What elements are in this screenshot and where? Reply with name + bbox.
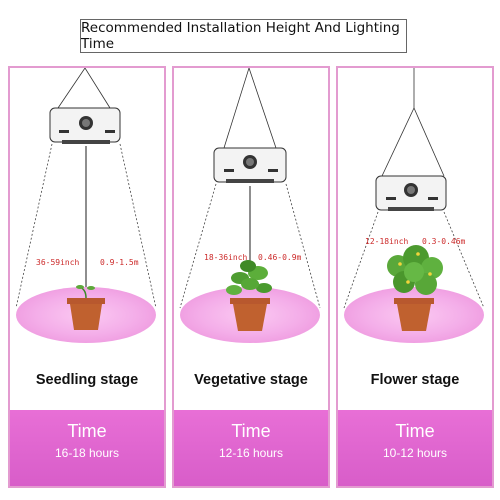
height-meter-label: 0.3-0.46m	[422, 237, 466, 246]
flower-illustration: 12-18inch 0.3-0.46m	[343, 68, 485, 343]
time-title: Time	[231, 421, 271, 441]
seedling-illustration: 36-59inch 0.9-1.5m	[15, 68, 157, 343]
plant-pot-icon	[230, 298, 270, 331]
stage-panel-flower: 12-18inch 0.3-0.46m Flower stage Time 10…	[336, 66, 494, 488]
stage-name: Flower stage	[370, 372, 460, 388]
vegetative-illustration: 18-36inch 0.46-0.9m	[179, 68, 321, 343]
page-title: Recommended Installation Height And Ligh…	[80, 19, 407, 53]
time-bar: Time 12-16 hours	[174, 410, 328, 486]
time-bar: Time 16-18 hours	[10, 410, 164, 486]
plant-icon	[387, 245, 443, 295]
plant-pot-icon	[394, 298, 434, 331]
grow-light-icon	[375, 175, 447, 211]
time-hours: 16-18 hours	[54, 446, 120, 460]
grow-light-icon	[49, 107, 121, 144]
time-hours: 10-12 hours	[382, 446, 448, 460]
plant-icon	[226, 260, 272, 295]
time-bar: Time 10-12 hours	[338, 410, 492, 486]
height-inch-label: 18-36inch	[204, 253, 248, 262]
stage-name: Vegetative stage	[194, 372, 308, 388]
time-hours: 12-16 hours	[218, 446, 284, 460]
height-meter-label: 0.46-0.9m	[258, 253, 302, 262]
height-inch-label: 12-18inch	[365, 237, 409, 246]
stage-panel-vegetative: 18-36inch 0.46-0.9m Vegetative stage Tim…	[172, 66, 330, 488]
stage-name: Seedling stage	[35, 372, 139, 388]
height-inch-label: 36-59inch	[36, 258, 80, 267]
grow-light-icon	[213, 147, 287, 183]
plant-pot-icon	[67, 298, 105, 330]
time-title: Time	[395, 421, 435, 441]
stage-panel-seedling: 36-59inch 0.9-1.5m Seedling stage Time 1…	[8, 66, 166, 488]
time-title: Time	[67, 421, 107, 441]
height-meter-label: 0.9-1.5m	[100, 258, 139, 267]
